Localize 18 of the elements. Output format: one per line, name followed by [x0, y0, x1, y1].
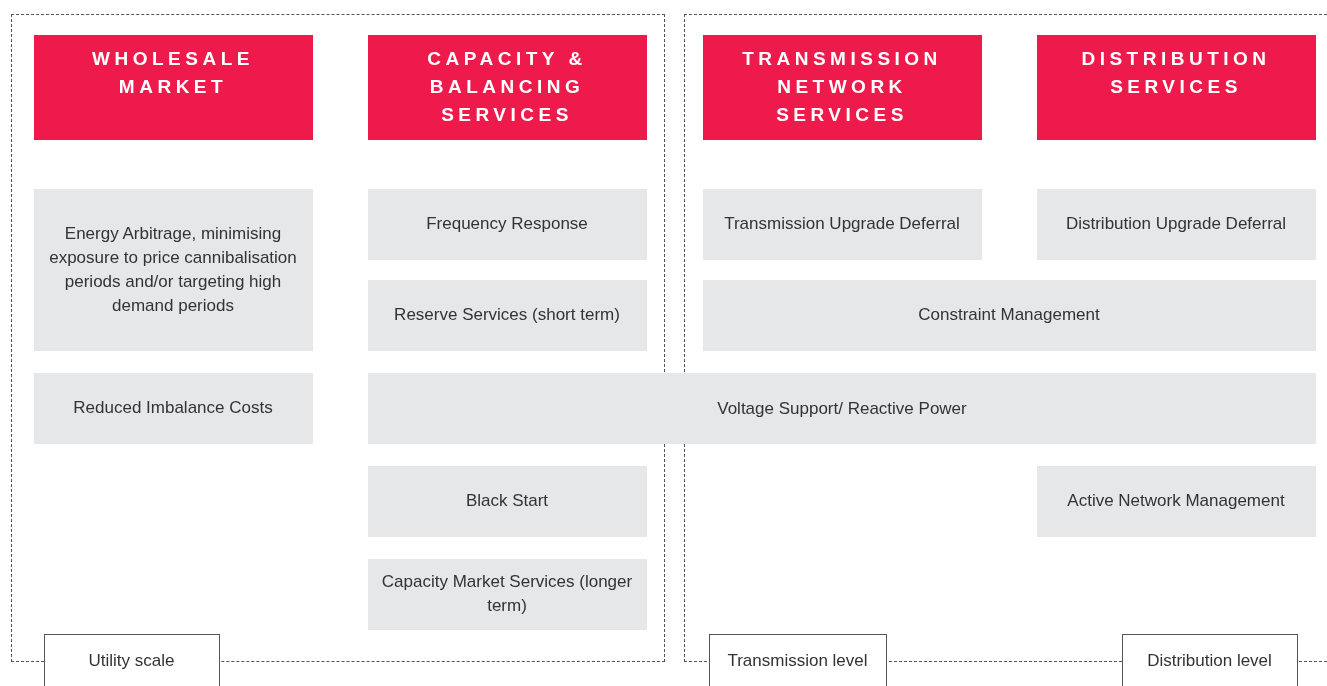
- service-box: Frequency Response: [367, 188, 647, 260]
- category-header: WHOLESALE MARKET: [33, 34, 313, 140]
- category-header: TRANSMISSION NETWORK SERVICES: [702, 34, 982, 140]
- service-box: Voltage Support/ Reactive Power: [368, 373, 1316, 444]
- service-box: Energy Arbitrage, minimising exposure to price cannibalisation periods and/or targeting high demand periods: [33, 188, 313, 351]
- service-box: Active Network Management: [1036, 465, 1316, 537]
- category-header: DISTRIBUTION SERVICES: [1036, 34, 1316, 140]
- service-box: Constraint Management: [702, 279, 1316, 351]
- service-box: Reserve Services (short term): [367, 279, 647, 351]
- category-header: CAPACITY & BALANCING SERVICES: [367, 34, 647, 140]
- level-label: Transmission level: [708, 633, 887, 686]
- service-box: Black Start: [367, 465, 647, 537]
- level-label: Utility scale: [43, 633, 220, 686]
- service-box: Distribution Upgrade Deferral: [1036, 188, 1316, 260]
- service-box: Transmission Upgrade Deferral: [702, 188, 982, 260]
- level-label: Distribution level: [1121, 633, 1298, 686]
- service-box: Capacity Market Services (longer term): [367, 558, 647, 630]
- service-box: Reduced Imbalance Costs: [33, 372, 313, 444]
